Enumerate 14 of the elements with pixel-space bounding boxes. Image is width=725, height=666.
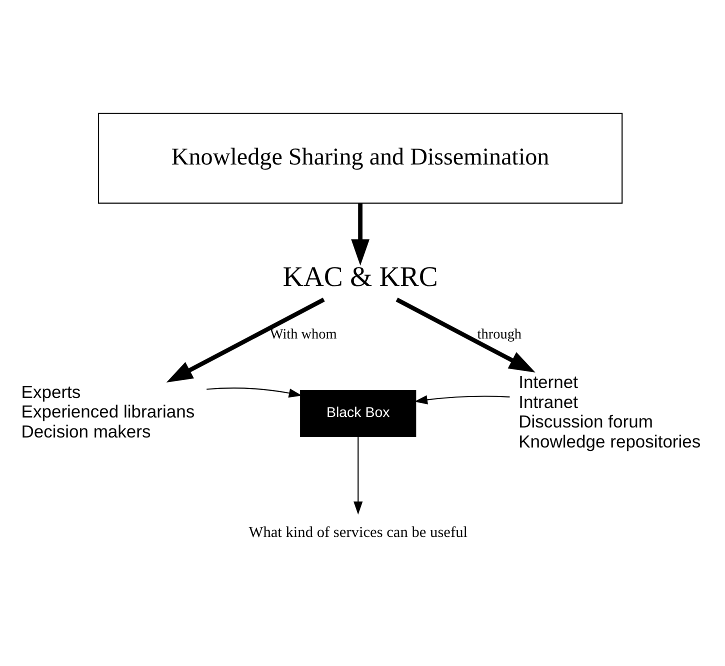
arrow [396,298,536,373]
node-box: Knowledge Sharing and Dissemination [98,112,623,204]
node-text: Internet Intranet Discussion forum Knowledge repositories [518,372,701,452]
arrow [414,395,510,404]
node-box: Black Box [300,390,416,438]
arrow [206,388,302,398]
arrow [351,203,370,266]
node-text: KAC & KRC [282,262,438,294]
edge-label: through [477,326,522,342]
node-text: Experts Experienced librarians Decision makers [21,382,195,442]
node-text: What kind of services can be useful [248,524,468,541]
arrow [166,298,325,382]
arrow [354,436,363,515]
edge-label: With whom [270,326,337,342]
